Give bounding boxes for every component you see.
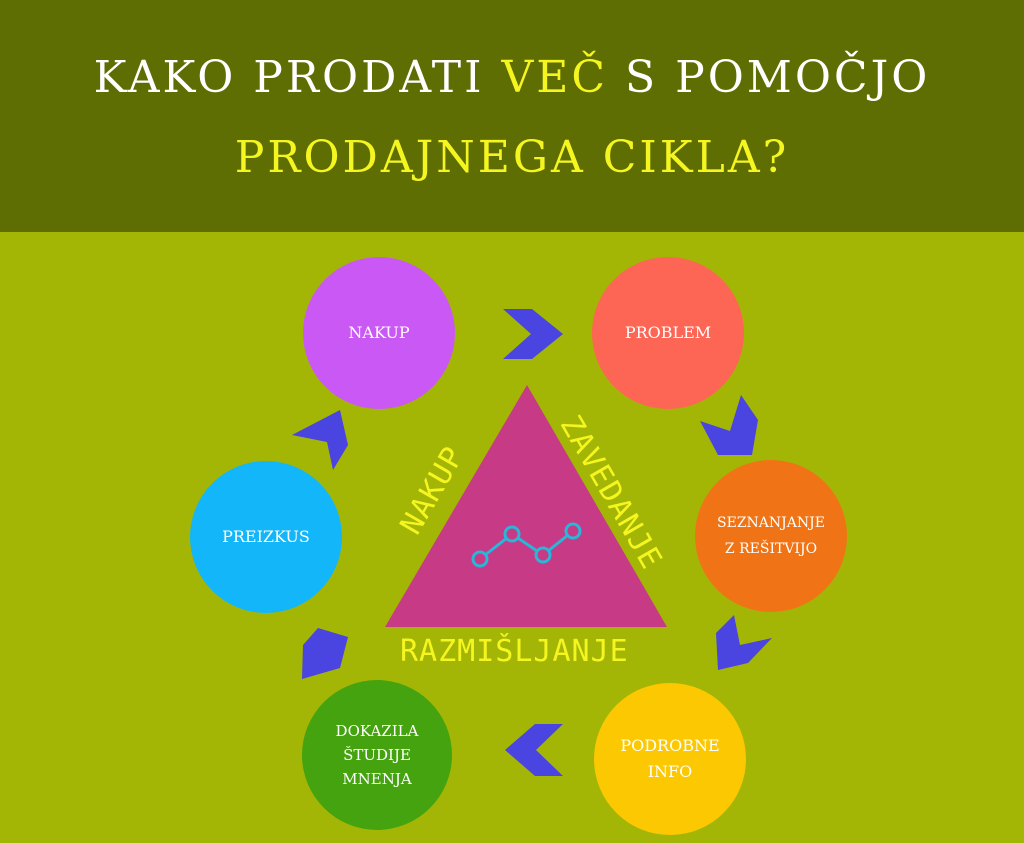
arrow-left-icon <box>505 724 563 776</box>
cycle-step-dokazila: DOKAZILA ŠTUDIJE MNENJA <box>302 680 452 830</box>
cycle-step-preizkus: PREIZKUS <box>190 461 342 613</box>
title-line-2: PRODAJNEGA CIKLA? <box>234 132 790 183</box>
cycle-step-seznanjanje: SEZNANJANJE Z REŠITVIJO <box>695 460 847 612</box>
triangle-bottom-label: RAZMIŠLJANJE <box>400 634 629 669</box>
line-chart-icon <box>471 522 582 568</box>
cycle-step-label: NAKUP <box>348 323 410 342</box>
cycle-step-nakup: NAKUP <box>303 257 455 409</box>
triangle <box>385 385 667 627</box>
arrow-up-right-icon <box>292 410 348 470</box>
arrow-up-icon <box>302 628 348 679</box>
cycle-step-podrobne-info: PODROBNE INFO <box>594 683 746 835</box>
title-line-1: KAKO PRODATI VEČ S POMOČJO <box>93 52 931 103</box>
arrow-down-right-icon <box>700 395 758 455</box>
arrow-down-left-icon <box>716 615 772 670</box>
cycle-step-label: PREIZKUS <box>222 527 310 546</box>
header: KAKO PRODATI VEČ S POMOČJO PRODAJNEGA CI… <box>0 0 1024 232</box>
title-highlight: VEČ <box>501 52 609 103</box>
arrow-right-icon <box>503 309 563 359</box>
cycle-step-label: PROBLEM <box>624 323 712 342</box>
cycle-step-problem: PROBLEM <box>592 257 744 409</box>
cycle-step-label: PODROBNE INFO <box>620 736 720 781</box>
cycle-step-label: DOKAZILA ŠTUDIJE MNENJA <box>335 722 419 788</box>
cycle-step-label: SEZNANJANJE Z REŠITVIJO <box>717 515 825 557</box>
